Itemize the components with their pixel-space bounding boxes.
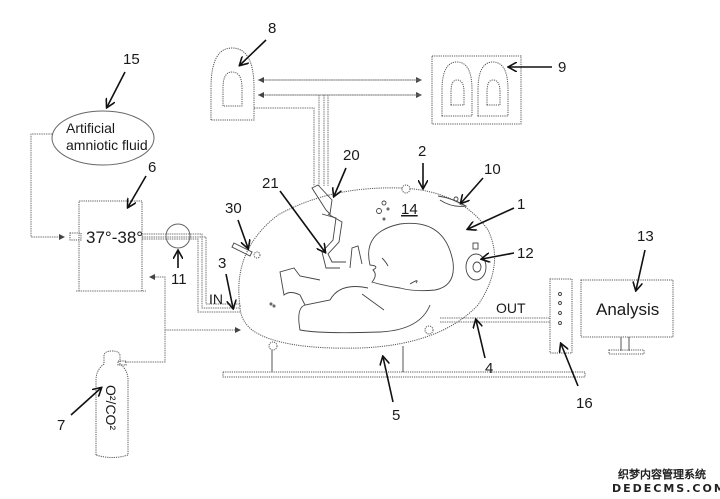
label-1: 1 bbox=[517, 196, 525, 213]
analysis-label: Analysis bbox=[596, 300, 659, 319]
label-4: 4 bbox=[485, 360, 493, 377]
label-5: 5 bbox=[392, 407, 400, 424]
label-6: 6 bbox=[148, 159, 156, 176]
label-14: 14 bbox=[401, 201, 418, 218]
label-30: 30 bbox=[225, 200, 242, 217]
fetus bbox=[279, 222, 454, 334]
label-12: 12 bbox=[517, 245, 534, 262]
label-2: 2 bbox=[418, 143, 426, 160]
temperature-label: 37°-38° bbox=[86, 228, 143, 247]
pump-11 bbox=[165, 223, 191, 249]
callout-arrows bbox=[70, 39, 646, 416]
umbilical-cord-21 bbox=[311, 184, 346, 269]
placenta-connections bbox=[254, 77, 422, 186]
gas-cylinder-7: O²/CO² bbox=[95, 350, 129, 458]
outlet-pipe-4 bbox=[440, 317, 550, 323]
fluid-label-line2: amniotic fluid bbox=[66, 137, 148, 153]
fluid-feed-line bbox=[30, 133, 65, 240]
watermark: 织梦内容管理系统 DEDECMS.COM bbox=[612, 466, 720, 495]
inlet-pipes bbox=[142, 233, 240, 313]
inlet-label: IN bbox=[209, 291, 223, 307]
outlet-label: OUT bbox=[496, 300, 526, 316]
injection-port-30 bbox=[231, 242, 253, 257]
label-7: 7 bbox=[57, 417, 65, 434]
label-9: 9 bbox=[558, 59, 566, 76]
placenta-unit-8 bbox=[210, 47, 255, 121]
gas-label: O²/CO² bbox=[103, 385, 119, 430]
filter-unit-16 bbox=[549, 278, 573, 354]
fluid-reservoir-15: Artificial amniotic fluid bbox=[51, 110, 155, 166]
label-8: 8 bbox=[268, 20, 276, 37]
dual-placenta-unit-9 bbox=[431, 55, 522, 125]
watermark-line1: 织梦内容管理系统 bbox=[618, 468, 706, 481]
heater-6: 37°-38° bbox=[69, 200, 146, 292]
label-15: 15 bbox=[123, 51, 140, 68]
label-21: 21 bbox=[262, 175, 279, 192]
fluid-label-line1: Artificial bbox=[66, 120, 115, 136]
callout-labels: 8 9 15 6 11 3 30 21 20 2 10 1 12 14 13 1… bbox=[57, 20, 654, 434]
label-3: 3 bbox=[218, 255, 226, 272]
label-13: 13 bbox=[637, 228, 654, 245]
womb-1 bbox=[238, 184, 496, 351]
analysis-monitor-13: Analysis bbox=[580, 279, 674, 355]
watermark-line2: DEDECMS.COM bbox=[612, 482, 720, 495]
label-11: 11 bbox=[171, 271, 187, 288]
gas-lines bbox=[125, 274, 241, 363]
label-10: 10 bbox=[484, 161, 501, 178]
label-16: 16 bbox=[576, 395, 593, 412]
stand-5 bbox=[222, 346, 586, 378]
label-20: 20 bbox=[343, 147, 360, 164]
